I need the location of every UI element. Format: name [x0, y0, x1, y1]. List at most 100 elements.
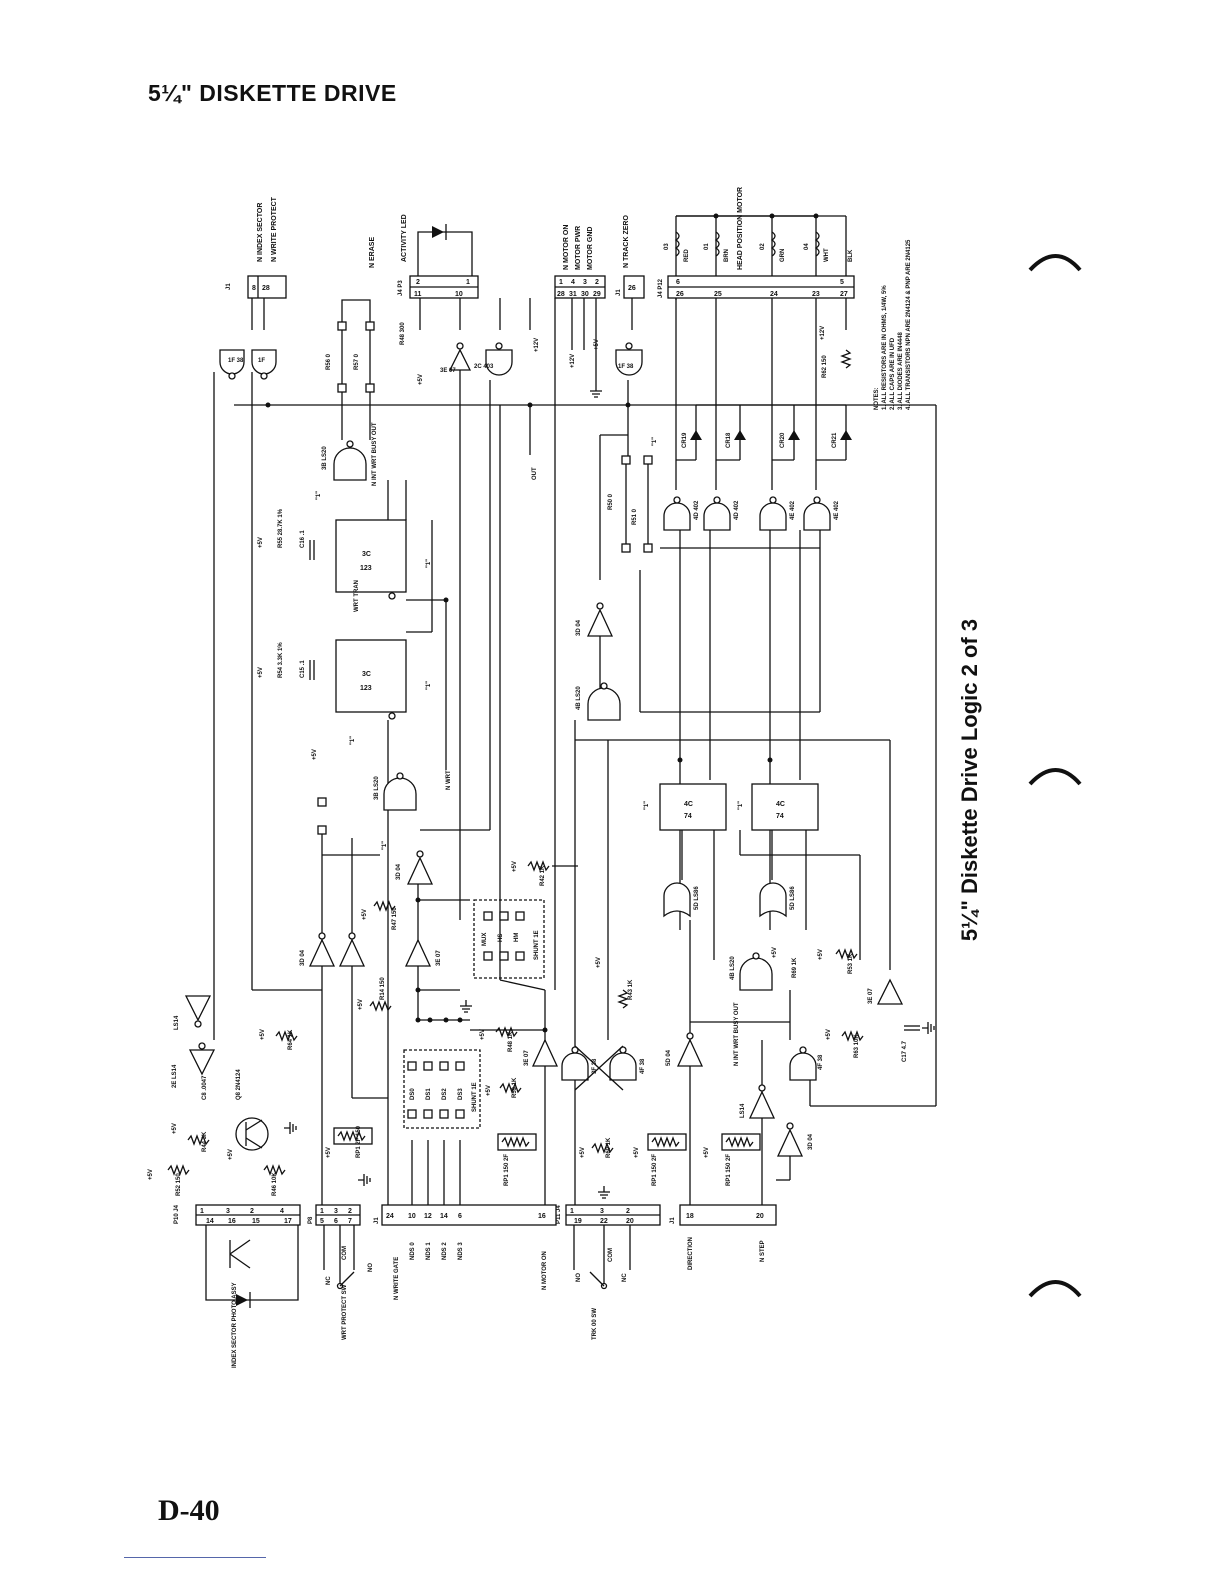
ls14-top-label: LS14: [174, 1015, 180, 1030]
p11-pin-20: 20: [626, 1218, 634, 1225]
activity-led: [417, 224, 473, 276]
r14-zigzag: [369, 1000, 392, 1012]
r42-zigzag: [527, 860, 550, 872]
p8-pin-1: 1: [320, 1208, 324, 1215]
p5v-r54: +5V: [258, 667, 264, 678]
r47-label: R47 150: [392, 907, 398, 930]
wrt-protect-switch: NC COM NO WRT PROTECT SW: [323, 1225, 374, 1340]
p8-pin-6: 6: [334, 1218, 338, 1225]
ground-icon-shunt: [460, 1000, 472, 1013]
p5v-r69: +5V: [772, 947, 778, 958]
gate-2e-right: LS14: [740, 1084, 776, 1119]
shunt-ds: DS0 DS1 DS2 DS3 SHUNT 1E: [403, 1049, 481, 1129]
gate-3e-mid: 3E 07: [404, 938, 442, 967]
j1-track-label: J1: [616, 289, 622, 296]
shunt-ds2: DS2: [442, 1088, 448, 1100]
gate-4e-2-label: 4E 402: [834, 500, 840, 520]
r63-label: R63 10K: [854, 1034, 860, 1058]
label-nds3: NDS 3: [458, 1242, 464, 1260]
r57-label: R57 0: [354, 353, 360, 370]
p8-pin-5: 5: [320, 1218, 324, 1225]
p12-plug-5: 5: [840, 279, 844, 286]
r55-label: R55 28.7K 1%: [278, 508, 284, 548]
j1-dir-label: J1: [670, 1217, 676, 1224]
p5v-r42: +5V: [512, 861, 518, 872]
oneshot-top: 3C 123 C16 .1 R55 28.7K 1% +5V WRT TRAN …: [258, 508, 432, 612]
cr20-label: CR20: [780, 432, 786, 448]
p5v-motor: +5V: [594, 339, 600, 350]
j4-pin-2: 2: [250, 1208, 254, 1215]
gate-3e-mid-label: 3E 07: [436, 950, 442, 966]
r69-label: R69 1K: [792, 957, 798, 978]
wire-network: [213, 298, 937, 1205]
r64-label: R64 1K: [288, 1029, 294, 1050]
label-n-index-sector: N INDEX SECTOR: [257, 203, 264, 262]
j1-track-box: [623, 275, 645, 299]
gate-3d-2: 3D 04: [396, 850, 434, 885]
shunt-hs-pin: HS: [498, 934, 504, 942]
coil-03-color: RED: [684, 249, 690, 262]
j1-pin-8: 8: [252, 285, 256, 292]
label-n-step: N STEP: [760, 1240, 766, 1262]
label-n-int-wrt-bus-out: N INT WRT BUSY OUT: [734, 1002, 740, 1066]
p12-pin-25: 25: [714, 291, 722, 298]
coil-04-phase: 04: [804, 243, 810, 250]
p5v-3b: +5V: [312, 749, 318, 760]
p12-pin-24: 24: [770, 291, 778, 298]
c17-label: C17 4.7: [902, 1040, 908, 1062]
coil-01-color: BRN: [724, 249, 730, 262]
label-index-sector-photo: INDEX SECTOR PHOTO ASSY: [232, 1282, 238, 1368]
out-label: OUT: [532, 467, 538, 480]
p8-label: P8: [308, 1216, 314, 1224]
gate-4e-2: 4E 402: [803, 496, 840, 531]
q8-transistor-icon: [235, 1117, 269, 1151]
shunt-ds3: DS3: [458, 1088, 464, 1100]
r48-label: R48 300: [400, 322, 406, 345]
gate-3d-inv: 3D 04: [576, 602, 614, 637]
gate-4d-2: 4D 402: [703, 496, 740, 531]
r59-zigzag: [499, 1082, 522, 1094]
p12-pin-27: 27: [840, 291, 848, 298]
j4-p3-connector: 11 10 1 2 J4 P3: [398, 275, 479, 299]
c16-label: C16 .1: [300, 530, 306, 548]
p5v-r48b: +5V: [480, 1029, 486, 1040]
gate-3b-bottom-label: 3B LS20: [374, 776, 380, 800]
label-nds0: NDS 0: [410, 1242, 416, 1260]
ff-right-part: 74: [776, 813, 784, 820]
r52-label: R52 150: [176, 1173, 182, 1196]
r62-zigzag: [840, 349, 852, 369]
cr20-icon: [788, 430, 800, 440]
j1-track-connector: 26 J1: [616, 275, 645, 299]
gate-4d-2-label: 4D 402: [734, 500, 740, 520]
r56-label: R56 0: [326, 353, 332, 370]
p5v-r48: +5V: [418, 374, 424, 385]
r48b-zigzag: [495, 1026, 518, 1038]
gate-5d-inv: 5D 04: [666, 1032, 704, 1067]
j1-direction-connector: 18 20 J1: [670, 1204, 777, 1226]
gate-4d-1-label: 4D 402: [694, 500, 700, 520]
j4-pin-15: 15: [252, 1218, 260, 1225]
gate-3b-top-label: 3B LS20: [322, 446, 328, 470]
gate-4b-bottom-label: 4B LS20: [730, 956, 736, 980]
c8-label: C8 .0047: [202, 1075, 208, 1100]
motor-connector: 28 31 30 29 1 4 3 2: [554, 275, 606, 299]
label-wrt-protect-sw: WRT PROTECT SW: [342, 1284, 348, 1340]
label-nds1: NDS 1: [426, 1242, 432, 1260]
p3-pin-11: 11: [414, 291, 422, 298]
p8-pin-7: 7: [348, 1218, 352, 1225]
r52-zigzag: [167, 1164, 190, 1176]
label-nds2: NDS 2: [442, 1242, 448, 1260]
p12-pin-23: 23: [812, 291, 820, 298]
logic-one-3c-top: "1": [426, 559, 432, 568]
j1-pin-10: 10: [408, 1213, 416, 1220]
mc-pin-1: 1: [559, 279, 563, 286]
j1-top-label: J1: [226, 283, 232, 290]
gate-3d-3-label: 3D 04: [300, 949, 306, 966]
oneshot-bottom: 3C 123 C15 .1 R54 3.3K 1% +5V "1" "1": [258, 639, 432, 745]
r54-label: R54 3.3K 1%: [278, 642, 284, 678]
transistor-q8: Q8 2N4124: [235, 1069, 269, 1151]
j1-pin-20: 20: [756, 1213, 764, 1220]
shunt-hm-pin: HM: [514, 933, 520, 942]
cr18-icon: [734, 430, 746, 440]
r51-label: R51 0: [632, 508, 638, 525]
